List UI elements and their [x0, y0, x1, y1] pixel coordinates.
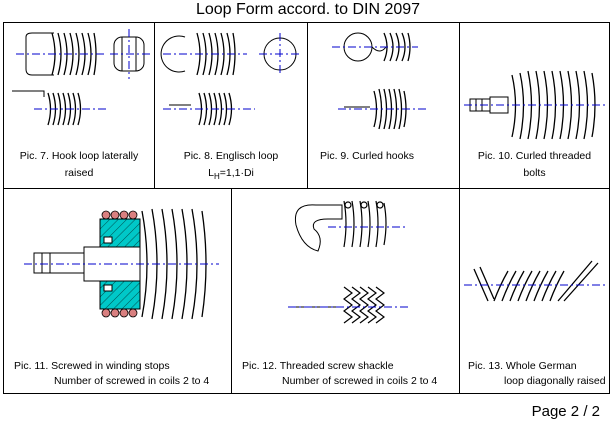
threaded-screw-shackle-drawing [288, 200, 408, 324]
caption-10-line1: Pic. 10. Curled threaded [477, 150, 592, 162]
coil-sections-bottom [101, 308, 138, 318]
caption-9-line1: Pic. 9. Curled hooks [320, 150, 414, 162]
english-loop-drawing [160, 32, 301, 126]
caption-7-line2: raised [64, 167, 94, 179]
caption-8-lh-sub: H [213, 172, 220, 182]
figure-cell-13: Pic. 13. Whole German loop diagonally ra… [460, 189, 609, 393]
coil-body [51, 32, 97, 76]
caption-12-line1: Pic. 12. Threaded screw shackle [242, 360, 394, 372]
col-divider [307, 23, 308, 188]
caption-8-line1: Pic. 8. Englisch loop [183, 150, 279, 162]
curled-threaded-bolts-drawing [464, 70, 605, 140]
screwed-winding-stops-drawing [24, 208, 219, 320]
caption-13-line1: Pic. 13. Whole German [468, 360, 577, 372]
figure-cell-12: Pic. 12. Threaded screw shackle Number o… [232, 189, 459, 393]
col-divider [154, 23, 155, 188]
hook-loop-lateral-drawing [12, 29, 150, 126]
figure-cell-8: Pic. 8. Englisch loop LH=1,1·Di [155, 23, 307, 188]
figure-cell-7: Pic. 7. Hook loop laterally raised [4, 23, 154, 188]
col-divider [231, 188, 232, 393]
caption-13-line2: loop diagonally raised [504, 375, 606, 387]
caption-8-line2: LH=1,1·Di [155, 166, 307, 184]
curled-hooks-drawing [332, 32, 428, 130]
figure-cell-10: Pic. 10. Curled threaded bolts [460, 23, 609, 188]
caption-11-line1: Pic. 11. Screwed in winding stops [14, 360, 170, 372]
coil-sections-top [101, 210, 138, 220]
caption-8-lh: L [208, 167, 214, 179]
figure-grid: Pic. 7. Hook loop laterally raised [3, 22, 610, 394]
caption-8-formula: =1,1·Di [219, 167, 254, 179]
caption-12-line2: Number of screwed in coils 2 to 4 [282, 375, 438, 387]
figure-cell-11: Pic. 11. Screwed in winding stops Number… [4, 189, 231, 393]
page-title: Loop Form accord. to DIN 2097 [195, 1, 421, 18]
caption-7-line1: Pic. 7. Hook loop laterally [19, 150, 139, 162]
row-divider [4, 188, 609, 189]
caption-11-line2: Number of screwed in coils 2 to 4 [54, 375, 210, 387]
german-loop-diagonal-drawing [464, 260, 605, 302]
figure-cell-9: Pic. 9. Curled hooks [308, 23, 459, 188]
page-indicator: Page 2 / 2 [531, 403, 600, 420]
col-divider [459, 23, 460, 393]
caption-10-line2: bolts [523, 167, 546, 179]
